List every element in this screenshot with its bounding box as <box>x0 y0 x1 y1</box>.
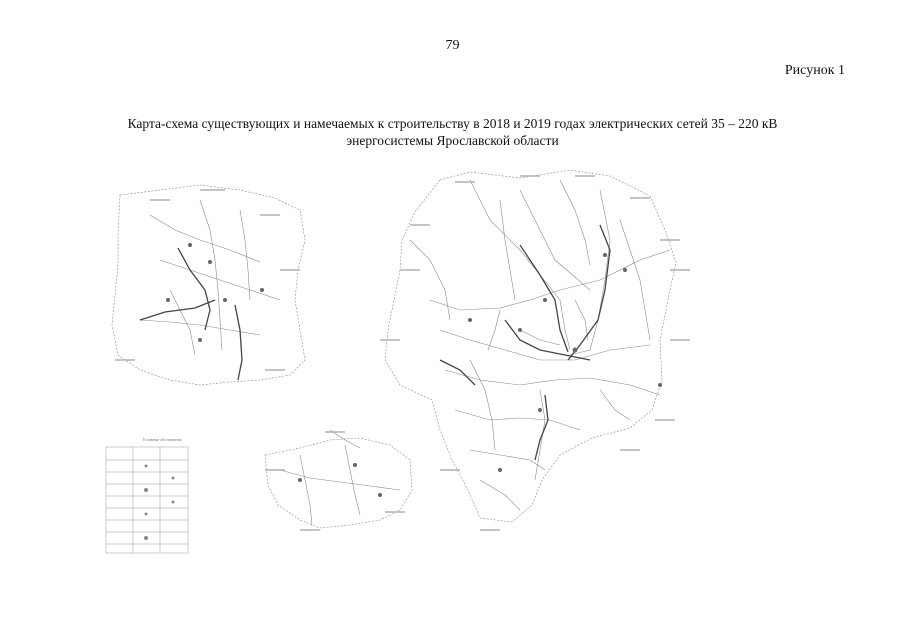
legend-table <box>105 446 189 554</box>
inset-north-major-lines <box>139 247 243 381</box>
substation-markers <box>166 243 662 497</box>
main-region-major-lines <box>439 224 611 461</box>
legend-symbols <box>144 464 175 540</box>
caption-line-1: Карта-схема существующих и намечаемых к … <box>127 116 778 131</box>
place-label-marks <box>115 175 690 531</box>
figure-label: Рисунок 1 <box>784 63 845 78</box>
inset-map-south <box>264 429 413 529</box>
page-number: 79 <box>445 38 460 53</box>
caption-line-2: энергосистемы Ярославской области <box>346 133 559 148</box>
main-region-map <box>384 169 677 523</box>
figure-caption: Карта-схема существующих и намечаемых к … <box>60 115 845 149</box>
inset-map-north <box>111 184 306 386</box>
legend-title: Условные обозначения <box>142 437 182 442</box>
